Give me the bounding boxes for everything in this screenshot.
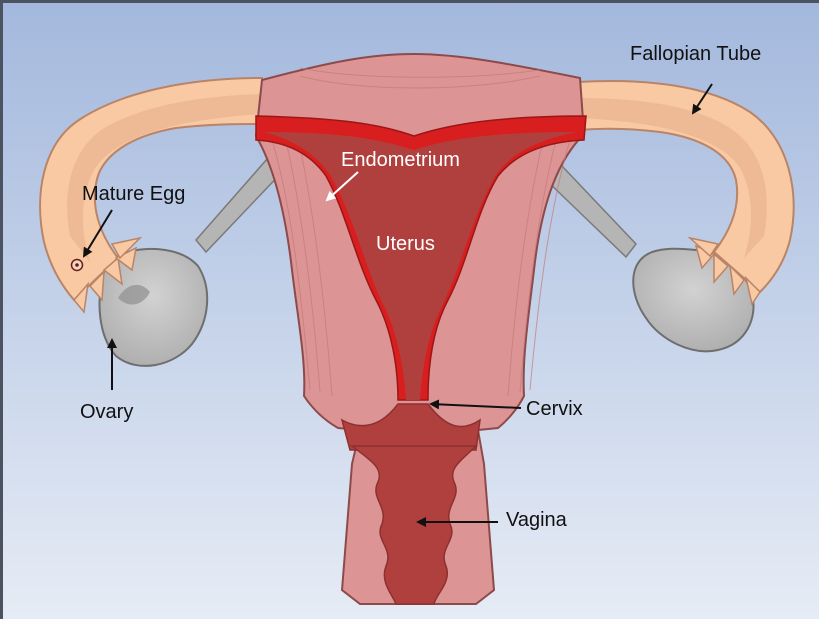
label-cervix: Cervix [526,398,583,420]
label-ovary: Ovary [80,401,133,423]
frame-top [0,0,819,3]
label-mature-egg: Mature Egg [82,183,185,205]
label-fallopian-tube: Fallopian Tube [630,43,761,65]
mature-egg-nucleus [75,263,79,267]
label-endometrium: Endometrium [341,149,460,171]
label-vagina: Vagina [506,509,568,531]
frame-left [0,0,3,619]
label-uterus: Uterus [376,233,435,255]
